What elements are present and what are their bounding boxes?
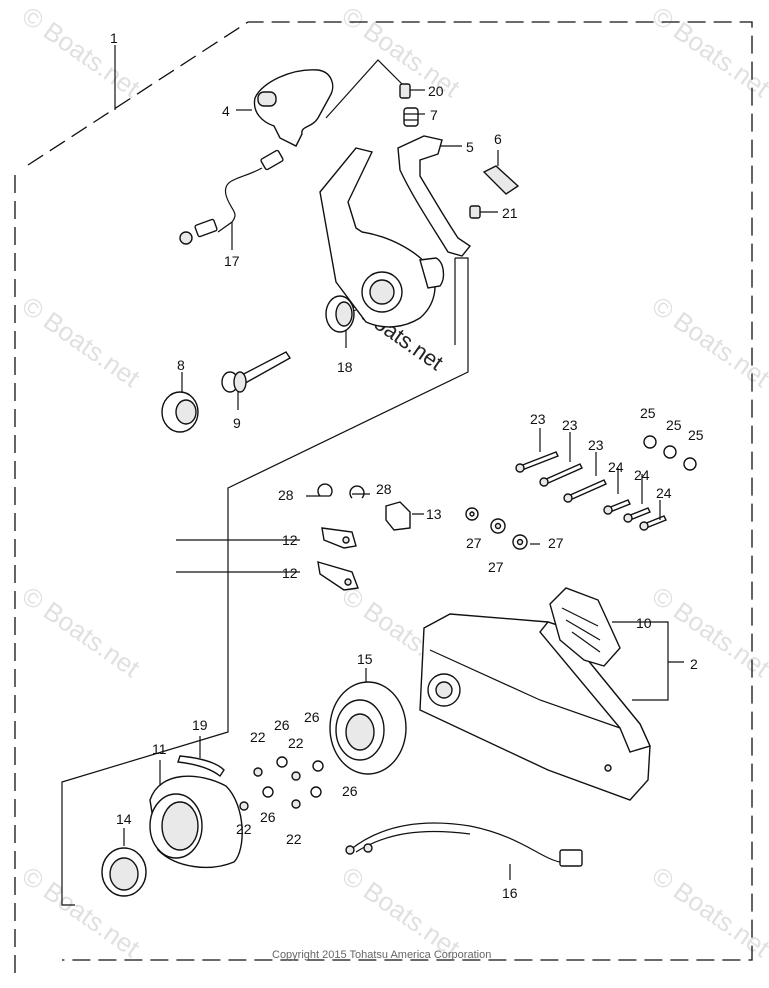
leader-4-20 <box>325 59 403 119</box>
callout-4: 4 <box>222 103 230 119</box>
callout-10: 10 <box>636 615 652 631</box>
watermark: © Boats.net <box>647 860 769 963</box>
callout-19: 19 <box>192 717 208 733</box>
callout-16: 16 <box>502 885 518 901</box>
part-2-control-box <box>419 613 651 801</box>
callout-6: 6 <box>494 131 502 147</box>
part-21-screw <box>469 205 498 219</box>
callout-25a: 25 <box>640 405 656 421</box>
callout-22c: 22 <box>236 821 252 837</box>
part-6-plate <box>482 150 520 195</box>
part-14-ring <box>101 828 147 897</box>
callout-17: 17 <box>224 253 240 269</box>
callout-28a: 28 <box>278 487 294 503</box>
callout-5: 5 <box>466 139 474 155</box>
part-28-clips <box>317 483 365 499</box>
callout-2: 2 <box>690 656 698 672</box>
callout-28b: 28 <box>376 481 392 497</box>
callout-22d: 22 <box>286 831 302 847</box>
assembly-boundary <box>14 21 753 980</box>
callout-21: 21 <box>502 205 518 221</box>
callout-7: 7 <box>430 107 438 123</box>
callout-25c: 25 <box>688 427 704 443</box>
part-9-shaft <box>221 351 292 410</box>
watermark: © Boats.net <box>647 0 769 103</box>
watermark: © Boats.net <box>17 580 146 683</box>
callout-15: 15 <box>357 651 373 667</box>
part-24-screws <box>603 499 667 531</box>
part-18-lever <box>319 147 445 348</box>
callout-12a: 12 <box>282 532 298 548</box>
watermark: © Boats.net <box>647 290 769 393</box>
watermark: © Boats.net <box>17 0 146 103</box>
part-17-harness <box>179 149 284 250</box>
watermark: © Boats.net <box>647 580 769 683</box>
assembly-bracket-lines <box>61 45 469 906</box>
callout-24b: 24 <box>634 467 650 483</box>
callout-9: 9 <box>233 415 241 431</box>
callout-18: 18 <box>337 359 353 375</box>
callout-26d: 26 <box>342 783 358 799</box>
callout-22b: 22 <box>288 735 304 751</box>
part-11-drum <box>149 760 243 868</box>
part-19-strip <box>177 736 225 778</box>
part-16-wiring <box>345 822 583 880</box>
callout-24c: 24 <box>656 485 672 501</box>
callout-11: 11 <box>152 741 167 757</box>
leader-10-2 <box>612 621 684 701</box>
callout-23b: 23 <box>562 417 578 433</box>
part-13-block <box>385 501 411 531</box>
callout-23c: 23 <box>588 437 604 453</box>
callout-20: 20 <box>428 83 444 99</box>
part-26-washers <box>262 756 324 798</box>
part-20-screw <box>399 83 425 99</box>
callout-27a: 27 <box>466 535 482 551</box>
callout-26b: 26 <box>304 709 320 725</box>
callout-27c: 27 <box>548 535 564 551</box>
copyright-notice: Copyright 2015 Tohatsu America Corporati… <box>272 949 491 961</box>
callout-25b: 25 <box>666 417 682 433</box>
callout-14: 14 <box>116 811 132 827</box>
part-23-screws <box>515 428 607 503</box>
part-10-gasket <box>549 587 621 667</box>
part-8-knob <box>161 372 199 433</box>
part-25-nuts <box>643 435 697 471</box>
part-15-disc <box>329 668 407 775</box>
callout-23a: 23 <box>530 411 546 427</box>
callout-8: 8 <box>177 357 185 373</box>
part-4-grip-cover <box>236 69 334 147</box>
callout-13: 13 <box>426 506 442 522</box>
part-5-shift-lever <box>397 135 472 257</box>
watermark: © Boats.net <box>17 290 146 393</box>
part-27-washers <box>465 507 528 550</box>
part-7-spring <box>403 107 425 127</box>
part-22-screws <box>239 767 301 811</box>
part-12-brackets <box>317 527 359 591</box>
callout-24a: 24 <box>608 459 624 475</box>
callout-27b: 27 <box>488 559 504 575</box>
callout-26a: 26 <box>274 717 290 733</box>
callout-22a: 22 <box>250 729 266 745</box>
callout-labels: 1 2 4 5 6 7 8 9 10 11 12 12 13 14 15 16 … <box>110 30 704 901</box>
callout-12b: 12 <box>282 565 298 581</box>
leader-lines <box>176 468 661 573</box>
callout-26c: 26 <box>260 809 276 825</box>
callout-1: 1 <box>110 30 118 46</box>
